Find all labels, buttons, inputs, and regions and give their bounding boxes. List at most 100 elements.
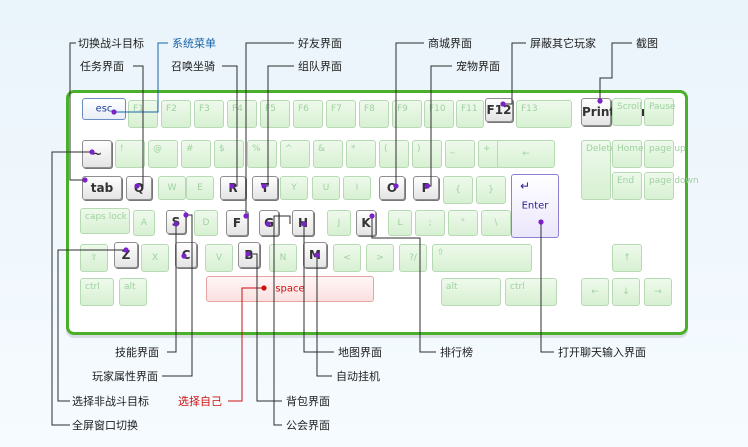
callout-dot-14 xyxy=(369,213,375,219)
callout-dot-19 xyxy=(89,149,95,155)
key-pgup-label: page up xyxy=(649,144,686,154)
key-u-label: U xyxy=(322,183,330,193)
callout-line-16 xyxy=(57,249,126,402)
key-del: Delete xyxy=(581,140,616,200)
key-down-label: ↓ xyxy=(622,287,630,297)
key-f5-label: F5 xyxy=(265,104,276,114)
key-lctrl: ctrl xyxy=(80,278,114,306)
label-summon-mount: 召唤坐骑 xyxy=(171,60,215,73)
callout-line-7 xyxy=(222,65,238,187)
key-enter: ↵Enter xyxy=(511,174,559,238)
label-bag: 背包界面 xyxy=(286,395,330,408)
key-up-label: ↑ xyxy=(623,253,631,263)
key-right: → xyxy=(644,278,672,306)
key-bslash-label: \ xyxy=(494,218,498,228)
callout-line-13 xyxy=(316,255,332,377)
callout-line-18 xyxy=(248,253,282,402)
key-w-label: W xyxy=(167,183,177,193)
key-y: Y xyxy=(280,176,308,200)
key-pgdn-label: page down xyxy=(649,176,699,186)
label-guild: 公会界面 xyxy=(286,419,330,432)
key-o: O xyxy=(379,176,405,200)
key-enter-label: Enter xyxy=(521,200,549,212)
key-f-label: F xyxy=(232,216,242,230)
key-end: End xyxy=(612,172,642,200)
callout-line-17 xyxy=(228,287,264,402)
callout-dot-11 xyxy=(183,212,189,218)
label-map: 地图界面 xyxy=(338,346,382,359)
callout-dot-0 xyxy=(82,177,88,183)
key-scroll-label: Scroll Lock xyxy=(617,102,666,112)
key-n0: ) xyxy=(412,140,442,168)
key-f12: F12 xyxy=(485,98,513,122)
key-lshift: ⇧ xyxy=(80,244,108,272)
key-rbr: } xyxy=(476,176,506,204)
key-n5-label: % xyxy=(252,144,261,154)
key-ralt-label: alt xyxy=(446,282,458,292)
callout-line-11 xyxy=(162,214,193,377)
key-d: D xyxy=(194,210,218,236)
key-n3: # xyxy=(181,140,211,168)
key-n4: $ xyxy=(214,140,244,168)
callout-line-9 xyxy=(427,65,452,187)
key-quote: " xyxy=(448,210,478,236)
key-lshift-label: ⇧ xyxy=(90,253,98,263)
key-slash-label: ?/ xyxy=(409,253,417,263)
key-i-label: I xyxy=(355,183,359,193)
key-j-label: J xyxy=(337,218,341,228)
key-f13: F13 xyxy=(516,100,572,128)
callout-dot-2 xyxy=(243,213,249,219)
callout-dot-10 xyxy=(173,221,179,227)
label-select-self: 选择自己 xyxy=(178,395,222,408)
key-space-label: space xyxy=(275,283,305,295)
key-ralt: alt xyxy=(441,278,501,306)
key-f9-label: F9 xyxy=(397,104,408,114)
callout-line-15 xyxy=(540,222,554,353)
callout-dot-7 xyxy=(229,183,235,189)
key-n-label: N xyxy=(279,253,287,263)
key-equal-label: + xyxy=(483,144,491,154)
key-dot: > xyxy=(366,244,394,272)
key-f2-label: F2 xyxy=(166,104,177,114)
callout-line-4 xyxy=(503,42,526,105)
callout-dot-18 xyxy=(245,251,251,257)
key-e: E xyxy=(186,176,214,200)
callout-line-19 xyxy=(51,151,92,426)
key-lalt: alt xyxy=(119,278,147,306)
key-j: J xyxy=(327,210,351,236)
key-f1-label: F1 xyxy=(133,104,144,114)
key-dot-label: > xyxy=(376,253,384,263)
callout-line-20 xyxy=(273,215,291,426)
callout-line-6 xyxy=(133,65,144,187)
key-v-label: V xyxy=(215,253,223,263)
label-toggle-combat: 切换战斗目标 xyxy=(78,37,144,50)
callout-dot-15 xyxy=(538,219,544,225)
key-q: Q xyxy=(126,176,152,200)
key-f2: F2 xyxy=(161,100,191,128)
key-n9: ( xyxy=(379,140,409,168)
callout-dot-16 xyxy=(123,247,129,253)
label-friends: 好友界面 xyxy=(298,37,342,50)
key-tab: tab xyxy=(82,176,122,200)
key-lalt-label: alt xyxy=(124,282,136,292)
key-z-label: Z xyxy=(121,248,131,262)
callout-dot-9 xyxy=(424,183,430,189)
key-f10: F10 xyxy=(424,100,454,128)
key-down: ↓ xyxy=(612,278,640,306)
key-o-label: O xyxy=(386,181,398,195)
key-minus-label: _ xyxy=(450,144,455,154)
key-q-label: Q xyxy=(133,181,145,195)
key-home-label: Home xyxy=(617,144,644,154)
callout-line-3 xyxy=(395,42,424,186)
label-system-menu: 系统菜单 xyxy=(172,37,216,50)
key-pgdn: page down xyxy=(644,172,699,200)
key-n8-label: * xyxy=(351,144,356,154)
callout-dot-12 xyxy=(301,221,307,227)
key-quote-label: " xyxy=(460,218,466,228)
key-v: V xyxy=(205,244,233,272)
callout-line-14 xyxy=(371,216,436,353)
key-n1-label: ! xyxy=(120,144,124,154)
key-lbr-label: { xyxy=(455,185,461,195)
key-lbr: { xyxy=(443,176,473,204)
